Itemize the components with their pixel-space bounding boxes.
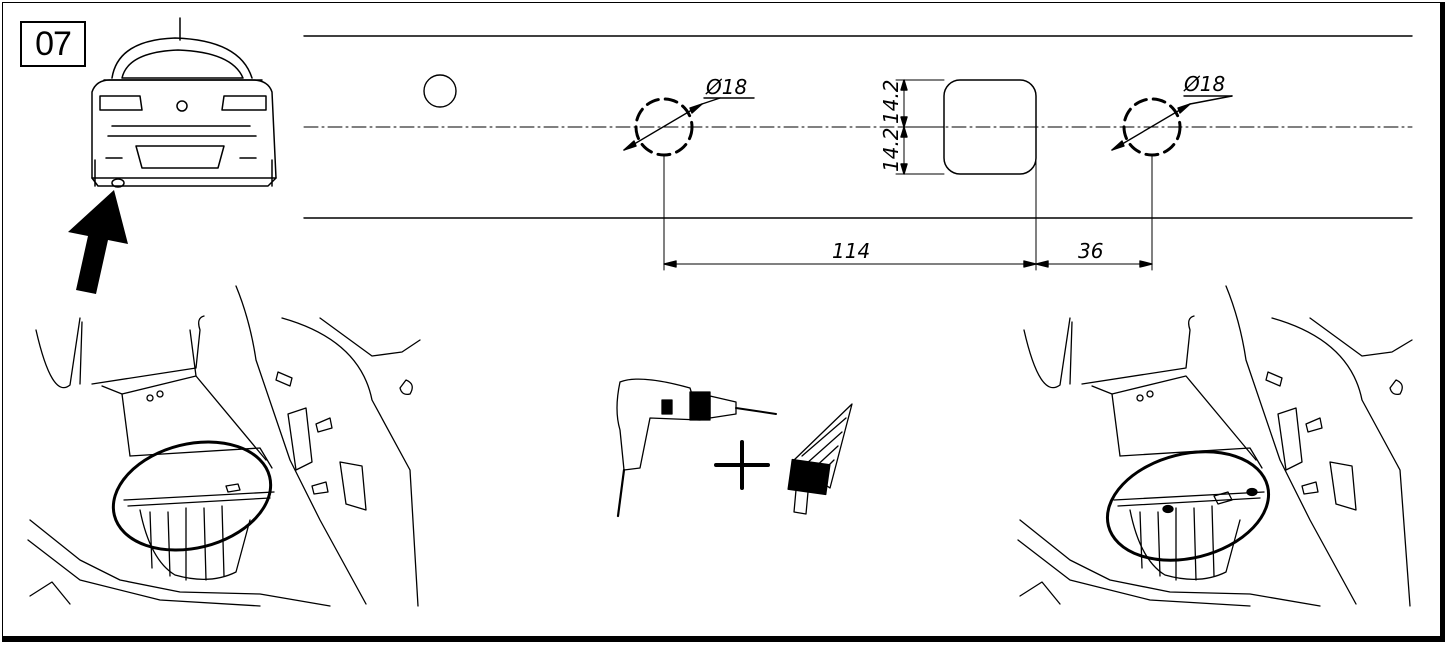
distance-secondary-label: 36	[1078, 239, 1103, 263]
hole-diameter-right-label: Ø18	[1183, 72, 1225, 96]
offset-lower-label: 14.2	[879, 127, 903, 172]
chassis-detail-after	[1017, 285, 1413, 607]
diagram-frame	[2, 2, 1445, 642]
hole-diameter-left-label: Ø18	[705, 75, 747, 99]
chassis-detail-before	[27, 285, 421, 607]
distance-main-label: 114	[832, 239, 870, 263]
step-drill-bit-icon	[787, 403, 853, 515]
plus-icon	[714, 440, 770, 490]
drill-icon	[616, 378, 777, 518]
step-number-badge: 07	[20, 21, 86, 67]
hole-template-drawing	[303, 35, 1413, 271]
car-rear-icon	[91, 17, 277, 188]
offset-upper-label: 14.2	[879, 79, 903, 124]
arrow-up-icon	[68, 190, 128, 294]
